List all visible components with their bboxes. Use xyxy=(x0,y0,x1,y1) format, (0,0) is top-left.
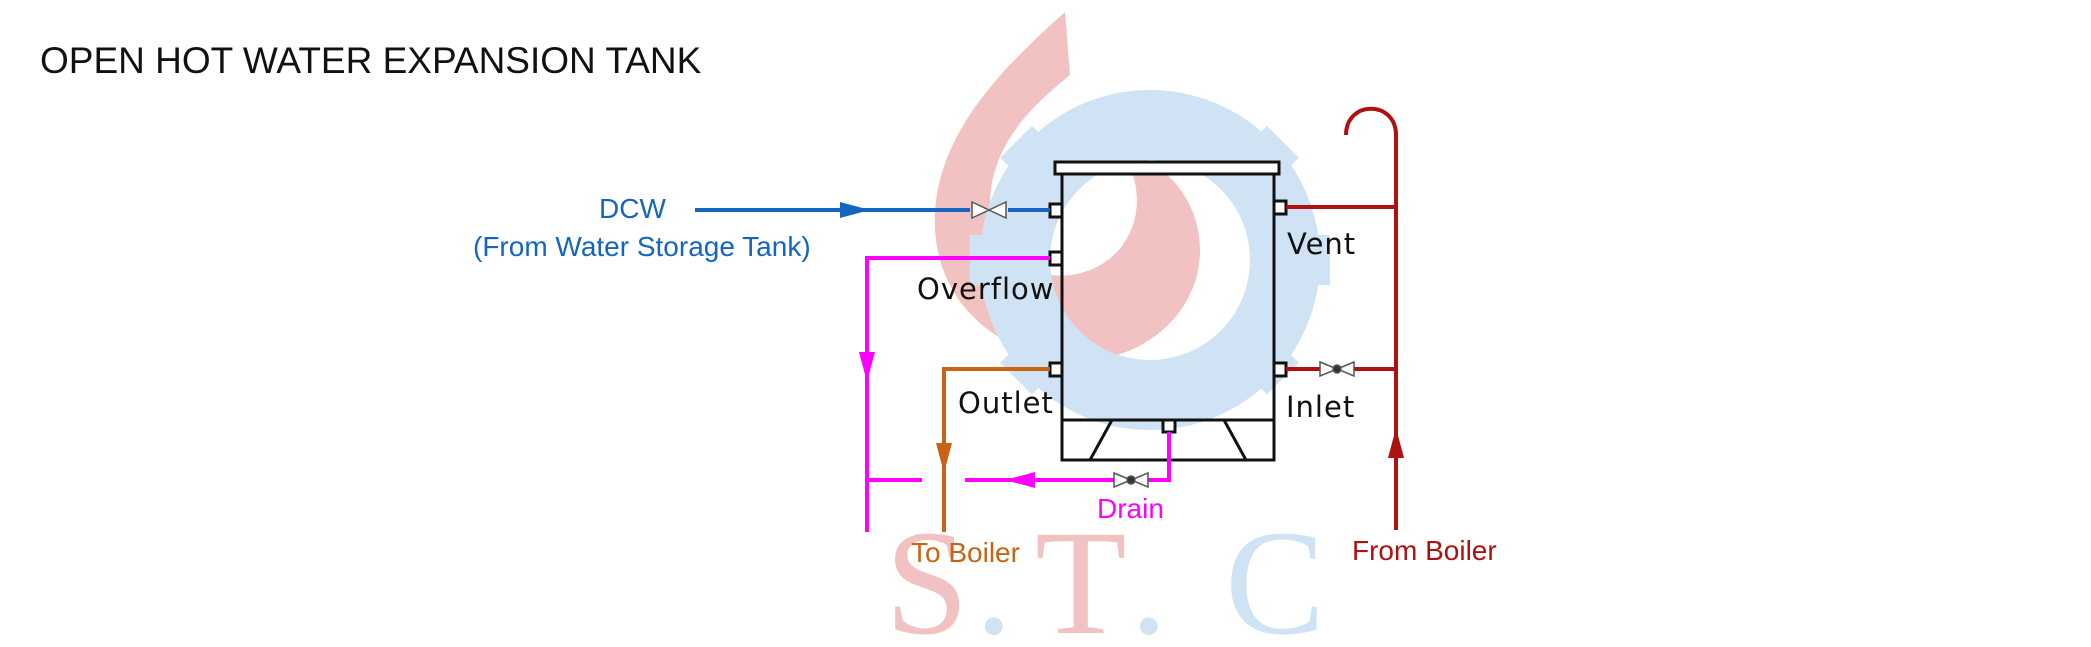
dcw-flow-arrow xyxy=(840,202,870,218)
drain-valve-icon xyxy=(1113,471,1149,489)
outlet-flow-arrow xyxy=(936,443,952,473)
watermark-letter-t: T xyxy=(1035,500,1127,647)
watermark-dot-1: . xyxy=(975,500,1013,647)
label-from-boiler: From Boiler xyxy=(1352,535,1497,566)
label-dcw: DCW xyxy=(599,193,666,224)
overflow-flow-arrow xyxy=(859,352,875,382)
tank-lid xyxy=(1053,160,1281,176)
overflow-pipe xyxy=(859,256,1050,532)
label-vent: Vent xyxy=(1287,227,1356,261)
nozzle-vent xyxy=(1272,199,1288,216)
dcw-pipe xyxy=(695,202,1050,218)
tank-leg-left xyxy=(1060,419,1114,462)
nozzle-inlet xyxy=(1272,361,1288,378)
watermark-letter-c: C xyxy=(1225,500,1325,647)
nozzle-dcw xyxy=(1048,202,1064,219)
label-inlet: Inlet xyxy=(1286,390,1355,424)
from-boiler-flow-arrow xyxy=(1388,428,1404,458)
outlet-pipe xyxy=(936,367,1050,532)
label-drain: Drain xyxy=(1097,493,1164,524)
nozzle-outlet xyxy=(1048,361,1064,378)
nozzle-overflow xyxy=(1048,250,1064,267)
expansion-tank xyxy=(1048,160,1288,462)
watermark-dot-2: . xyxy=(1130,500,1168,647)
drain-pipe xyxy=(965,432,1171,488)
label-to-boiler: To Boiler xyxy=(911,537,1020,568)
boiler-pipe xyxy=(1286,106,1404,530)
label-outlet: Outlet xyxy=(958,386,1054,420)
drain-flow-arrow xyxy=(1005,472,1035,488)
tank-leg-right xyxy=(1222,419,1276,462)
label-dcw-source: (From Water Storage Tank) xyxy=(473,231,811,262)
nozzle-drain xyxy=(1161,418,1177,434)
dcw-valve-icon xyxy=(971,200,1007,220)
inlet-valve-icon xyxy=(1319,360,1355,378)
vent-gooseneck xyxy=(1344,106,1398,530)
label-overflow: Overflow xyxy=(917,272,1054,306)
watermark-letter-s: S xyxy=(885,500,968,647)
diagram-title: OPEN HOT WATER EXPANSION TANK xyxy=(40,40,702,81)
